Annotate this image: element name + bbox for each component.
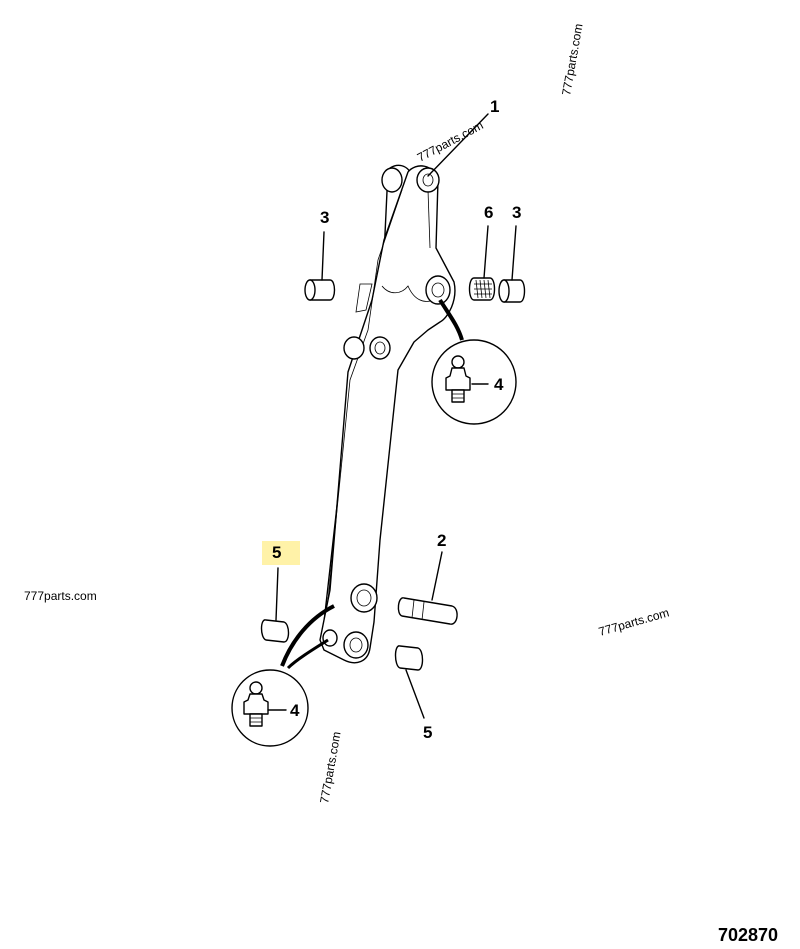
bush-3-left <box>304 279 336 301</box>
callout-2: 2 <box>437 531 446 550</box>
callout-4-lower: 4 <box>290 701 300 720</box>
callout-3-left: 3 <box>320 208 329 227</box>
pin-2 <box>397 597 458 625</box>
callout-6: 6 <box>484 203 493 222</box>
leader-lines <box>267 113 517 719</box>
callout-4-upper: 4 <box>494 375 504 394</box>
bush-5-right <box>394 645 424 671</box>
callout-5-right: 5 <box>423 723 432 742</box>
callout-5-highlight <box>262 541 300 565</box>
callout-5-left: 5 <box>272 543 281 562</box>
dipper-arm <box>319 164 456 664</box>
grease-nipple-detail-lower <box>231 604 335 747</box>
watermark-near-callout-1: 777parts.com <box>415 118 486 164</box>
grease-nipple-detail-upper <box>431 298 517 425</box>
callout-1: 1 <box>490 97 499 116</box>
watermark-top-right: 777parts.com <box>559 22 585 96</box>
callout-3-right: 3 <box>512 203 521 222</box>
watermark-left: 777parts.com <box>24 589 97 603</box>
bush-3-right <box>498 279 526 303</box>
bush-6 <box>468 277 496 301</box>
watermark-bottom: 777parts.com <box>317 730 343 804</box>
watermark-right: 777parts.com <box>597 605 671 638</box>
bush-5-left <box>260 619 290 643</box>
figure-number: 702870 <box>718 925 778 945</box>
